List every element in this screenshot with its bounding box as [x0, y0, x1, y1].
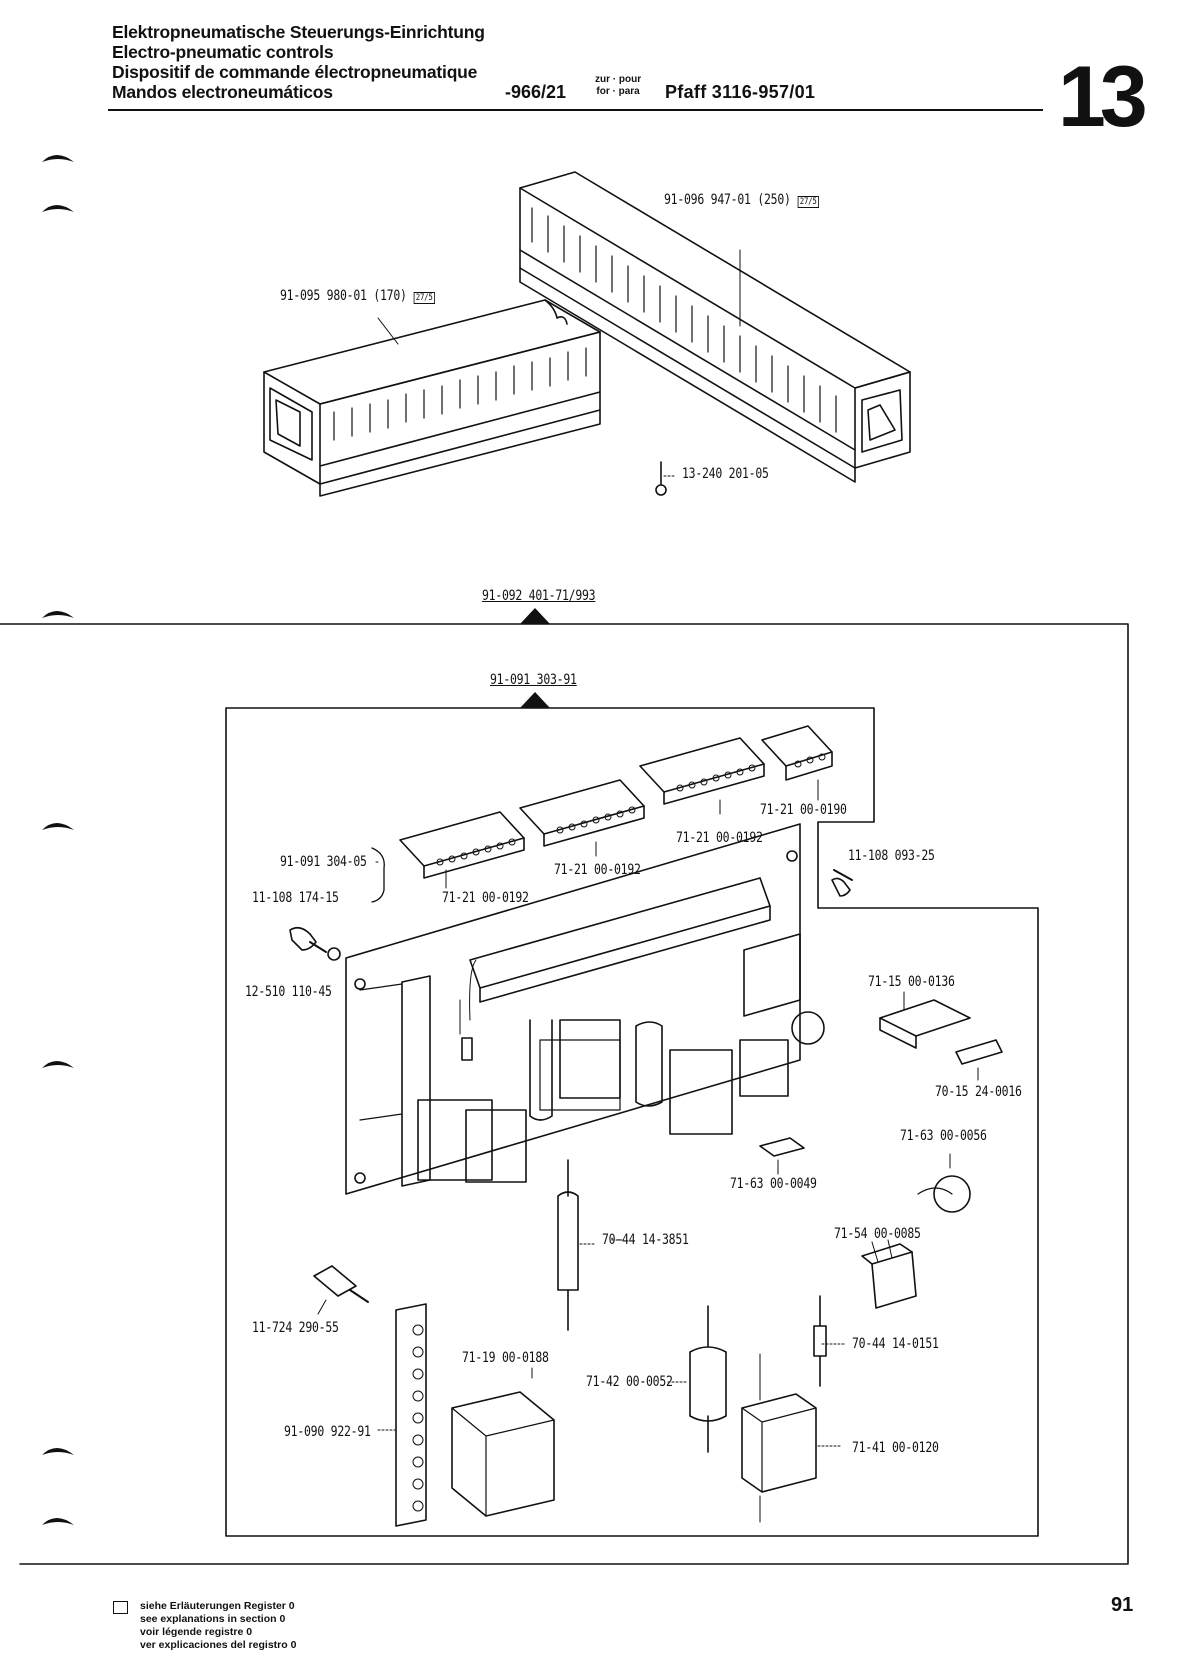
- label-duct-long: 91-096 947-01 (250) 27/5: [664, 192, 820, 208]
- label-terminal-b: 71-21 00-0192: [676, 830, 763, 846]
- machine-model: Pfaff 3116-957/01: [665, 82, 816, 102]
- arrow-up-icon: [520, 608, 550, 624]
- label-bridge: 71-54 00-0085: [834, 1226, 921, 1242]
- label-assembly-board: 91-091 303-91: [490, 672, 577, 688]
- relay-part: [451, 1367, 555, 1517]
- connector-strip-part: [395, 1303, 427, 1527]
- label-kit: 91-091 304-05: [280, 854, 367, 870]
- fuse-holder-part: [879, 991, 1003, 1081]
- footer-note-spanish: ver explicaciones del registro 0: [140, 1639, 297, 1651]
- title-french: Dispositif de commande électropneumatiqu…: [112, 62, 478, 82]
- diode-part: [759, 1137, 805, 1175]
- page-number: 91: [1111, 1594, 1134, 1616]
- title-spanish: Mandos electroneumáticos: [112, 82, 333, 102]
- circuit-board: [345, 823, 825, 1195]
- label-diode: 71-63 00-0049: [730, 1176, 817, 1192]
- label-strip: 91-090 922-91: [284, 1424, 371, 1440]
- assembly-frame-outer: [0, 623, 1129, 1564]
- title-german: Elektropneumatische Steuerungs-Einrichtu…: [112, 22, 485, 42]
- buzzer-part: [917, 1153, 971, 1213]
- for-label: zur · pour for · para: [595, 74, 641, 98]
- legend-box-icon: [113, 1601, 128, 1614]
- section-number: 13: [1058, 49, 1148, 145]
- label-resistor-b: 70-44 14-0151: [852, 1336, 939, 1352]
- footer-note-english: see explanations in section 0: [140, 1613, 286, 1625]
- label-spacer: 11-724 290-55: [252, 1320, 339, 1336]
- label-capacitor-a: 71-42 00-0052: [586, 1374, 673, 1390]
- label-rivet: 13-240 201-05: [682, 466, 769, 482]
- capacitor-a-part: [689, 1305, 727, 1453]
- punch-marks: [42, 155, 74, 1525]
- board-frame-inner: [225, 707, 1039, 1537]
- resistor-b-part: [813, 1295, 827, 1387]
- label-duct-short: 91-095 980-01 (170) 27/5: [280, 288, 436, 304]
- cable-duct-short: [263, 299, 601, 497]
- label-resistor-a: 70-44 14-3851: [602, 1232, 689, 1248]
- label-terminal-c: 71-21 00-0192: [554, 862, 641, 878]
- capacitor-b-part: [741, 1353, 817, 1523]
- resistor-a-part: [557, 1159, 597, 1331]
- label-duct-short-text: 91-095 980-01 (170): [280, 288, 407, 304]
- footer-notes: siehe Erläuterungen Register 0 see expla…: [140, 1600, 296, 1652]
- title-block: Elektropneumatische Steuerungs-Einrichtu…: [112, 22, 485, 102]
- label-terminal-d: 71-21 00-0192: [442, 890, 529, 906]
- label-relay: 71-19 00-0188: [462, 1350, 549, 1366]
- footer-note-french: voir légende registre 0: [140, 1626, 253, 1638]
- title-english: Electro-pneumatic controls: [112, 42, 334, 62]
- label-duct-long-text: 91-096 947-01 (250): [664, 192, 791, 208]
- ref-box-duct-short: 27/5: [413, 292, 436, 304]
- rivet-part: [655, 461, 677, 496]
- header-rule: [108, 109, 1043, 111]
- for-label-line1: zur · pour: [595, 74, 642, 85]
- ref-box-duct-long: 27/5: [797, 196, 820, 208]
- arrow-up-icon: [520, 692, 550, 708]
- screw-right: [831, 869, 853, 897]
- label-screw-right: 11-108 093-25: [848, 848, 935, 864]
- footer-note-german: siehe Erläuterungen Register 0: [140, 1600, 295, 1612]
- terminal-blocks-loose: [371, 725, 833, 903]
- label-assembly-main: 91-092 401-71/993: [482, 588, 596, 604]
- label-buzzer: 71-63 00-0056: [900, 1128, 987, 1144]
- part-code: -966/21: [505, 82, 567, 102]
- label-screw-left: 11-108 174-15: [252, 890, 339, 906]
- bridge-rectifier-part: [861, 1239, 917, 1309]
- spacer-part: [313, 1265, 369, 1315]
- label-washer: 12-510 110-45: [245, 984, 332, 1000]
- cable-duct-long: [519, 171, 911, 483]
- label-fuse: 70-15 24-0016: [935, 1084, 1022, 1100]
- label-capacitor-b: 71-41 00-0120: [852, 1440, 939, 1456]
- for-label-line2: for · para: [596, 86, 640, 97]
- label-terminal-a: 71-21 00-0190: [760, 802, 847, 818]
- label-fuse-holder: 71-15 00-0136: [868, 974, 955, 990]
- screw-washer-left: [289, 926, 341, 961]
